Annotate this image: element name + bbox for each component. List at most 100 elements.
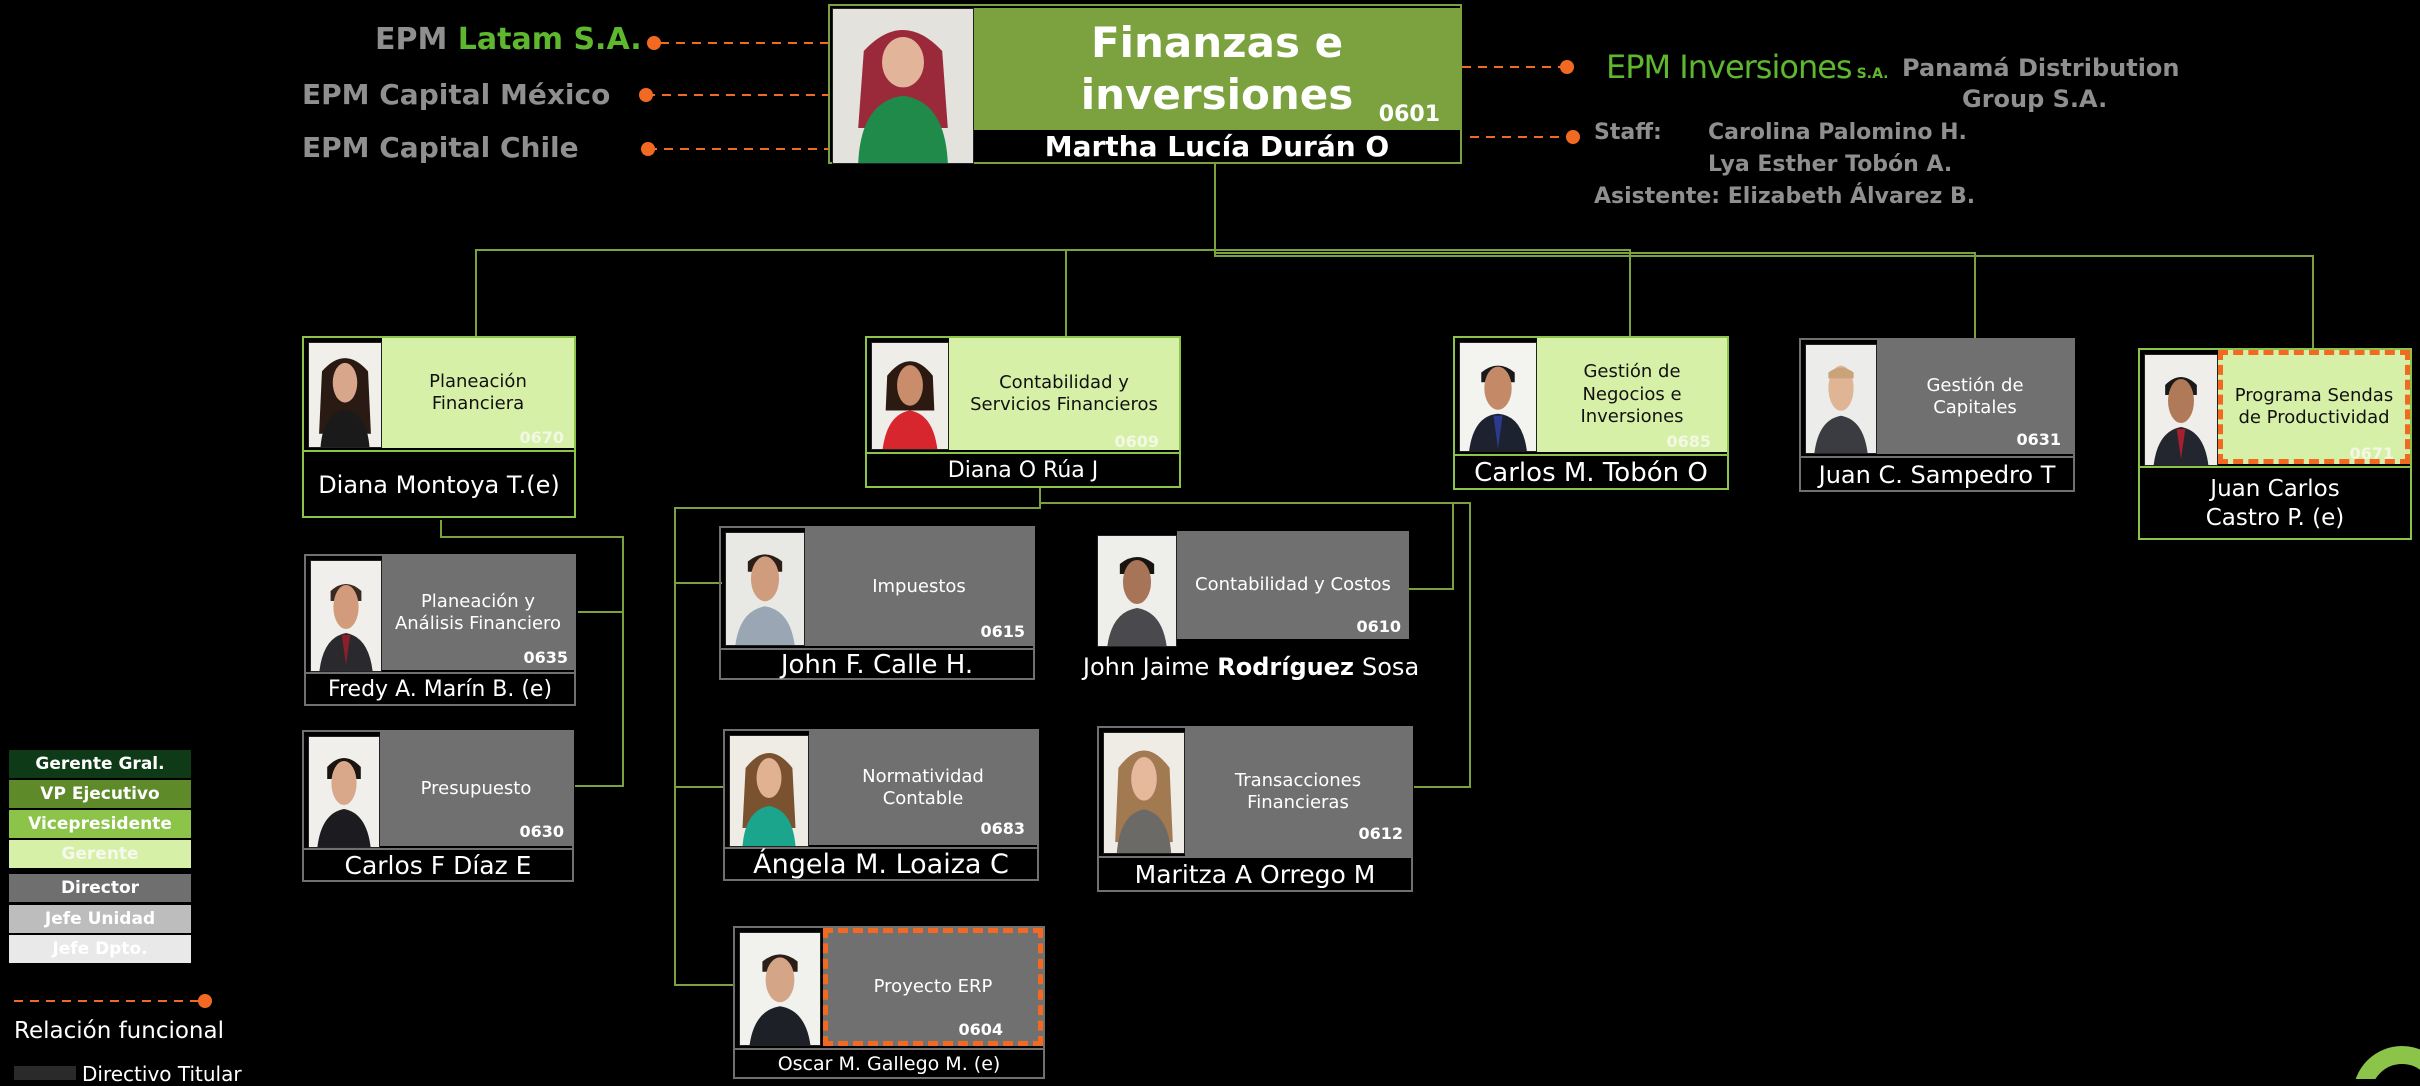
impuestos-name: John F. Calle H. (721, 648, 1033, 680)
gestion-negocios-title: Gestión de Negocios e Inversiones (1537, 338, 1727, 452)
sendas-title: Programa Sendas de Productividad (2218, 350, 2410, 464)
gestion-negocios-title-1: Gestión de (1583, 361, 1681, 383)
costos-name-bold: Rodríguez (1217, 653, 1355, 681)
relation-dot-inversiones (1560, 60, 1574, 74)
sendas-name: Juan Carlos Castro P. (e) (2140, 466, 2410, 540)
normatividad-title-1: Normatividad (862, 765, 984, 787)
transacciones-photo (1103, 732, 1185, 854)
vp-title: Finanzas e inversiones (974, 8, 1460, 130)
erp-photo (739, 932, 821, 1046)
panama-line-1: Panamá Distribution (1902, 54, 2180, 82)
relation-dot-chile (641, 142, 655, 156)
normatividad-title: Normatividad Contable (809, 731, 1037, 845)
node-gestion-capitales[interactable]: Gestión de Capitales 0631 Juan C. Samped… (1799, 338, 2075, 492)
contabilidad-name: Diana O Rúa J (867, 452, 1179, 488)
legend-gerente-gral: Gerente Gral. (9, 750, 191, 778)
legend-director: Director (9, 874, 191, 902)
normatividad-name: Ángela M. Loaiza C (725, 847, 1037, 881)
transacciones-title-1: Transacciones (1234, 769, 1362, 791)
node-gestion-negocios[interactable]: Gestión de Negocios e Inversiones 0685 C… (1453, 336, 1729, 490)
analisis-title-2: Análisis Financiero (394, 613, 562, 634)
normatividad-code: 0683 (980, 819, 1025, 838)
vp-node[interactable]: Finanzas e inversiones 0601 Martha Lucía… (828, 4, 1462, 164)
subsidiary-mexico: EPM Capital México (302, 78, 611, 111)
assistant-name: Elizabeth Álvarez B. (1727, 184, 1976, 209)
vp-photo (832, 8, 974, 164)
gestion-negocios-name: Carlos M. Tobón O (1455, 454, 1727, 490)
sendas-code: 0671 (2349, 444, 2394, 463)
gestion-negocios-title-3: Inversiones (1580, 406, 1684, 428)
planeacion-title: Planeación Financiera (382, 338, 574, 448)
legend-directive-swatch (14, 1066, 76, 1080)
impuestos-photo (725, 532, 805, 646)
epm-logo-fragment-icon (2355, 1046, 2420, 1079)
node-transacciones[interactable]: Transacciones Financieras 0612 Maritza A… (1097, 726, 1413, 892)
gestion-capitales-title: Gestión de Capitales (1877, 340, 2073, 454)
node-presupuesto[interactable]: Presupuesto 0630 Carlos F Díaz E (302, 730, 574, 882)
costos-name-post: Sosa (1362, 653, 1420, 681)
presupuesto-code: 0630 (519, 822, 564, 841)
panama-line-2: Group S.A. (1962, 85, 2108, 113)
legend-vicepresidente: Vicepresidente (9, 810, 191, 838)
analisis-title: Planeación y Análisis Financiero (382, 556, 574, 670)
node-normatividad[interactable]: Normatividad Contable 0683 Ángela M. Loa… (723, 729, 1039, 881)
connector-planeacion-2 (575, 612, 624, 787)
sendas-name-2: Castro P. (e) (2205, 505, 2345, 531)
erp-name: Oscar M. Gallego M. (e) (735, 1048, 1043, 1079)
planeacion-name: Diana Montoya T.(e) (304, 450, 574, 518)
presupuesto-name: Carlos F Díaz E (304, 848, 572, 882)
vp-name: Martha Lucía Durán O (1044, 129, 1390, 163)
relation-dot-mexico (639, 88, 653, 102)
analisis-photo (310, 560, 382, 672)
transacciones-code: 0612 (1358, 824, 1403, 843)
contabilidad-title: Contabilidad y Servicios Financieros (949, 338, 1179, 450)
analisis-name: Fredy A. Marín B. (e) (306, 672, 574, 706)
assistant-label: Asistente: (1594, 184, 1721, 209)
costos-code: 0610 (1356, 617, 1401, 636)
connector-branch-a (475, 249, 1631, 338)
assistant-line: Asistente: Elizabeth Álvarez B. (1594, 184, 1975, 209)
erp-code: 0604 (958, 1020, 1003, 1039)
sendas-title-1: Programa Sendas (2234, 384, 2394, 406)
impuestos-code: 0615 (980, 622, 1025, 641)
gestion-capitales-photo (1805, 344, 1877, 454)
presupuesto-title: Presupuesto (380, 732, 572, 846)
transacciones-title: Transacciones Financieras (1185, 728, 1411, 856)
epm-inversiones-logo: EPM Inversiones S.A. (1606, 48, 1889, 86)
node-contabilidad-costos[interactable]: Contabilidad y Costos 0610 John Jaime Ro… (1083, 531, 1419, 691)
costos-name: John Jaime Rodríguez Sosa (1083, 649, 1419, 685)
erp-title: Proyecto ERP (823, 928, 1043, 1046)
node-proyecto-erp[interactable]: Proyecto ERP 0604 Oscar M. Gallego M. (e… (733, 926, 1045, 1079)
planeacion-code: 0670 (519, 428, 564, 447)
subsidiary-latam-name: Latam S.A. (457, 22, 642, 57)
sendas-title-2: de Productividad (2238, 407, 2390, 428)
legend-relation-label: Relación funcional (14, 1018, 224, 1044)
epm-inversiones-logo-text: EPM Inversiones (1606, 48, 1853, 86)
planeacion-title-1: Planeación (429, 370, 527, 392)
contabilidad-code: 0609 (1114, 432, 1159, 451)
connector-branch-d (1214, 250, 2314, 350)
analisis-code: 0635 (523, 648, 568, 667)
node-programa-sendas[interactable]: Programa Sendas de Productividad 0671 Ju… (2138, 348, 2412, 540)
costos-title: Contabilidad y Costos (1177, 531, 1409, 639)
gestion-capitales-title-1: Gestión de (1926, 374, 2024, 396)
sendas-name-1: Juan Carlos (2210, 476, 2340, 503)
transacciones-title-2: Financieras (1247, 792, 1349, 813)
legend-relation-dot (198, 994, 212, 1008)
analisis-title-1: Planeación y (420, 590, 536, 612)
legend-directive-label: Directivo Titular (82, 1062, 242, 1086)
subsidiary-chile: EPM Capital Chile (302, 131, 579, 164)
impuestos-title: Impuestos (805, 528, 1033, 646)
staff-label: Staff: (1594, 120, 1662, 145)
costos-photo (1097, 535, 1177, 647)
gestion-negocios-photo (1459, 342, 1537, 452)
planeacion-photo (308, 342, 382, 448)
node-contabilidad-servicios[interactable]: Contabilidad y Servicios Financieros 060… (865, 336, 1181, 488)
node-impuestos[interactable]: Impuestos 0615 John F. Calle H. (719, 526, 1035, 680)
node-planeacion-financiera[interactable]: Planeación Financiera 0670 Diana Montoya… (302, 336, 576, 518)
node-planeacion-analisis[interactable]: Planeación y Análisis Financiero 0635 Fr… (304, 554, 576, 706)
gestion-capitales-name: Juan C. Sampedro T (1801, 456, 2073, 492)
normatividad-title-2: Contable (882, 788, 964, 809)
staff-name-2: Lya Esther Tobón A. (1708, 152, 1953, 177)
